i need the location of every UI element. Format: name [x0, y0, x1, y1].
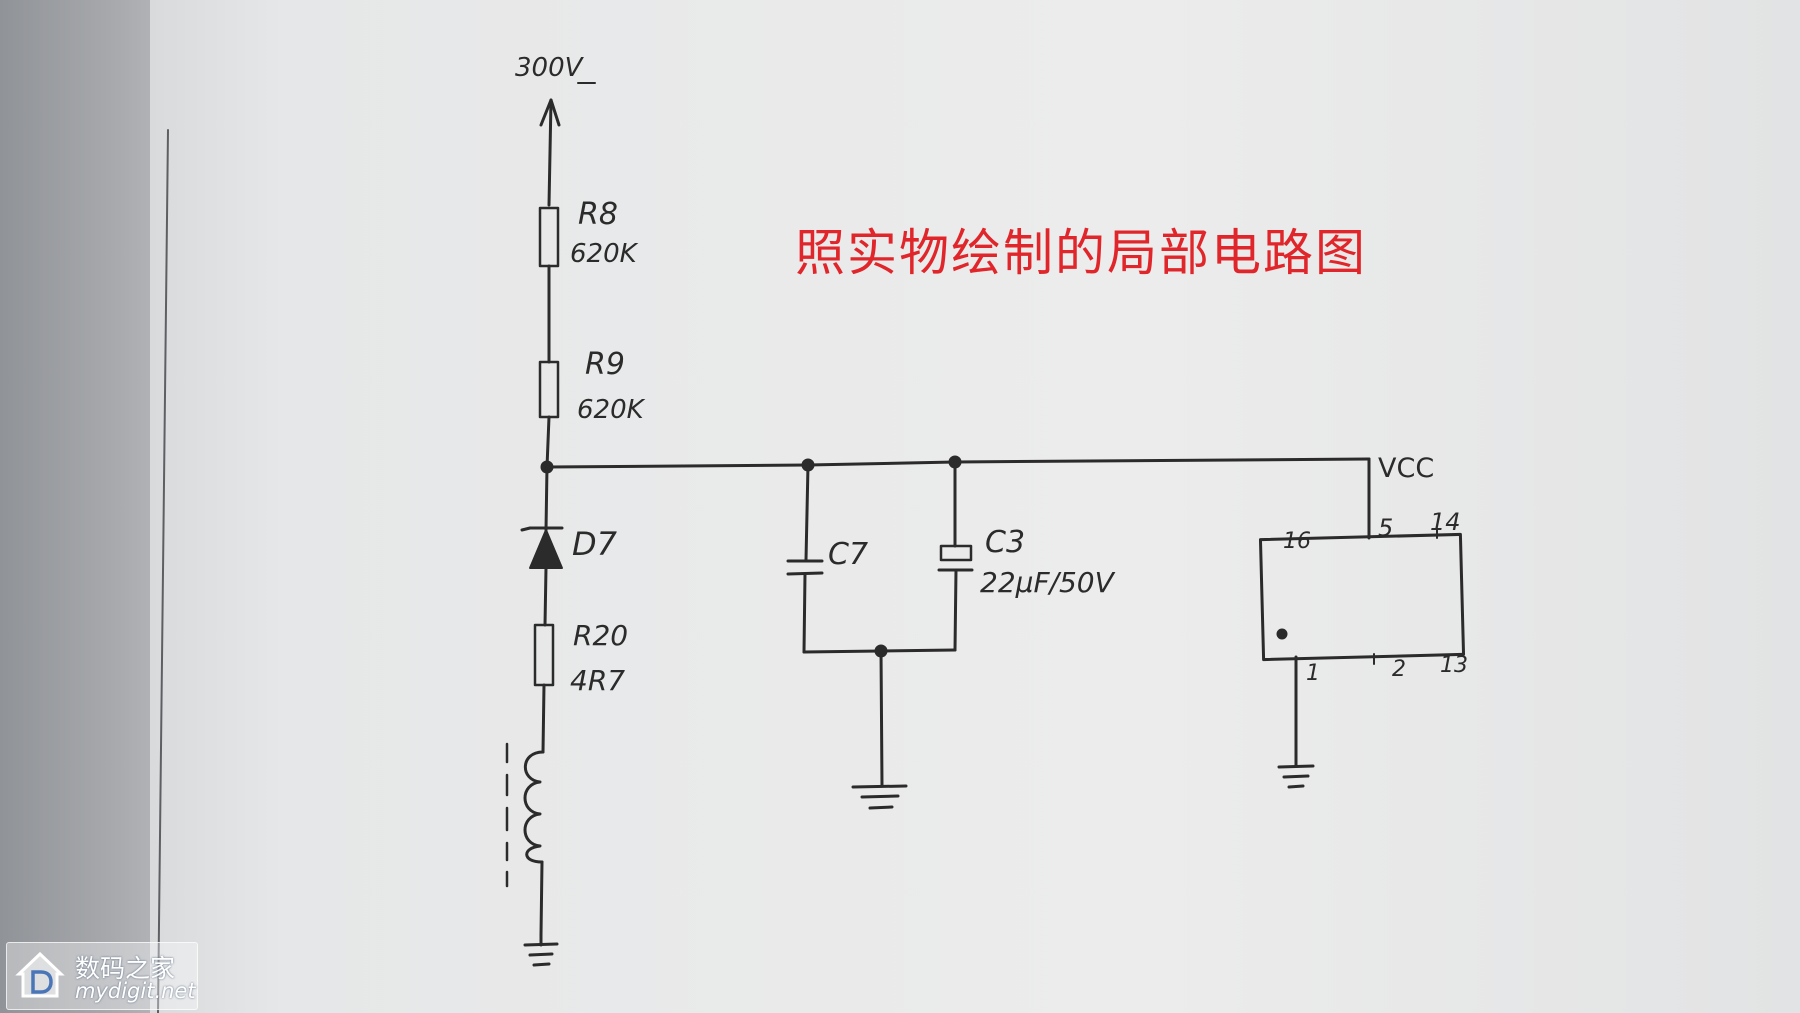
inductor-winding — [505, 742, 545, 937]
r9-resistor — [538, 360, 560, 419]
r8-ref: R8 — [578, 197, 618, 232]
paper-edge — [157, 129, 169, 1013]
ic-pin14: 14 — [1430, 508, 1461, 536]
wire-r9-node — [545, 415, 551, 469]
d7-ref: D7 — [572, 525, 618, 563]
wire-r20-coil — [541, 683, 546, 754]
c3-value: 22μF/50V — [980, 566, 1116, 599]
watermark: 数码之家 mydigit.net — [6, 942, 198, 1010]
r8-value: 620K — [570, 239, 639, 269]
r9-ref: R9 — [585, 347, 625, 382]
r20-ref: R20 — [573, 619, 628, 652]
watermark-name: 数码之家 — [75, 954, 176, 983]
paper-sheet — [150, 0, 1800, 1013]
watermark-url: mydigit.net — [75, 979, 196, 1003]
c7-capacitor — [786, 463, 824, 654]
house-logo-icon — [15, 951, 65, 998]
ic-pin1-dot — [1276, 628, 1288, 640]
ic-pin16: 16 — [1283, 529, 1311, 554]
c3-capacitor — [937, 460, 974, 652]
ic-pin2: 2 — [1392, 657, 1406, 682]
c3-ref: C3 — [985, 525, 1025, 560]
ic-pin1: 1 — [1306, 661, 1320, 686]
supply-arrow — [539, 98, 561, 207]
r20-resistor — [533, 623, 555, 687]
ground-symbol-3 — [1277, 764, 1315, 789]
wire-cap-ground — [879, 649, 884, 787]
ic-pin5: 5 — [1378, 514, 1393, 542]
ic-pin13: 13 — [1440, 653, 1468, 678]
ic-vcc-label: VCC — [1378, 453, 1434, 484]
wire-node-d7 — [544, 465, 549, 532]
supply-label: 300V — [515, 53, 585, 83]
ground-symbol-2 — [851, 784, 908, 810]
ic-body — [1258, 532, 1466, 662]
d7-zener — [520, 526, 564, 627]
r8-resistor — [538, 206, 560, 268]
c7-ref: C7 — [828, 537, 868, 572]
vcc-bus — [545, 457, 1371, 469]
r20-value: 4R7 — [570, 664, 625, 697]
ground-symbol-1 — [523, 933, 559, 967]
r9-value: 620K — [577, 395, 646, 425]
diagram-title: 照实物绘制的局部电路图 — [795, 224, 1367, 282]
